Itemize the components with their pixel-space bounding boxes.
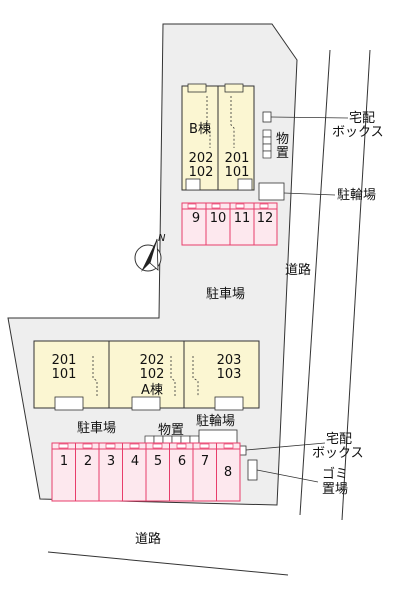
parking-space-5: 5 xyxy=(154,454,162,469)
road-edge-right-2 xyxy=(341,49,371,521)
delivery-box-top xyxy=(262,111,272,123)
garbage-area-label-1: ゴミ xyxy=(322,466,348,482)
unit-a-201: 201 xyxy=(52,353,77,368)
parking-space-2: 2 xyxy=(84,454,92,469)
bicycle-parking-bottom-label: 駐輪場 xyxy=(196,413,235,429)
delivery-box-top-label-2: ボックス xyxy=(332,125,384,140)
road-edge-right-1 xyxy=(299,49,331,516)
garbage-area xyxy=(247,459,258,481)
unit-b-101: 101 xyxy=(225,165,250,180)
unit-a-202: 202 xyxy=(140,353,165,368)
unit-b-201: 201 xyxy=(225,151,250,166)
parking-space-6: 6 xyxy=(178,454,186,469)
north-arrow xyxy=(134,238,162,272)
parking-space-9: 9 xyxy=(192,211,200,226)
storage-top-label-1: 物 xyxy=(276,132,289,147)
unit-a-103: 103 xyxy=(217,367,242,382)
building-a xyxy=(33,340,260,411)
delivery-box-bottom-label-2: ボックス xyxy=(312,446,364,461)
parking-space-3: 3 xyxy=(107,454,115,469)
parking-space-1: 1 xyxy=(60,454,68,469)
building-b: B棟 202 102 201 101 xyxy=(181,83,255,191)
delivery-box-bottom xyxy=(239,445,247,456)
road-right-label: 道路 xyxy=(285,262,311,278)
unit-b-102: 102 xyxy=(189,165,214,180)
parking-space-8: 8 xyxy=(224,465,232,480)
parking-center-label: 駐車場 xyxy=(206,287,245,302)
storage-bottom-label: 物置 xyxy=(158,423,184,438)
bicycle-parking-top xyxy=(258,182,285,201)
garbage-area-label-2: 置場 xyxy=(322,482,348,497)
unit-a-102: 102 xyxy=(140,367,165,382)
unit-a-203: 203 xyxy=(217,353,242,368)
delivery-box-top-label-1: 宅配 xyxy=(349,111,375,126)
delivery-box-bottom-label-1: 宅配 xyxy=(326,432,352,447)
storage-top-label-2: 置 xyxy=(276,146,289,161)
parking-top xyxy=(181,202,278,246)
unit-a-101: 101 xyxy=(52,367,77,382)
building-a-name: A棟 xyxy=(141,383,163,398)
storage-top xyxy=(262,129,272,159)
road-bottom-label: 道路 xyxy=(135,531,161,547)
parking-lower-label: 駐車場 xyxy=(77,421,116,436)
parking-space-11: 11 xyxy=(234,211,251,226)
parking-bottom xyxy=(51,442,241,502)
parking-space-4: 4 xyxy=(131,454,139,469)
road-edge-bottom xyxy=(47,551,289,576)
parking-space-12: 12 xyxy=(257,211,274,226)
parking-space-7: 7 xyxy=(201,454,209,469)
north-label: N xyxy=(158,233,166,244)
bicycle-parking-top-label: 駐輪場 xyxy=(337,187,376,203)
parking-space-10: 10 xyxy=(210,211,227,226)
building-b-name: B棟 xyxy=(189,122,211,137)
unit-b-202: 202 xyxy=(189,151,214,166)
